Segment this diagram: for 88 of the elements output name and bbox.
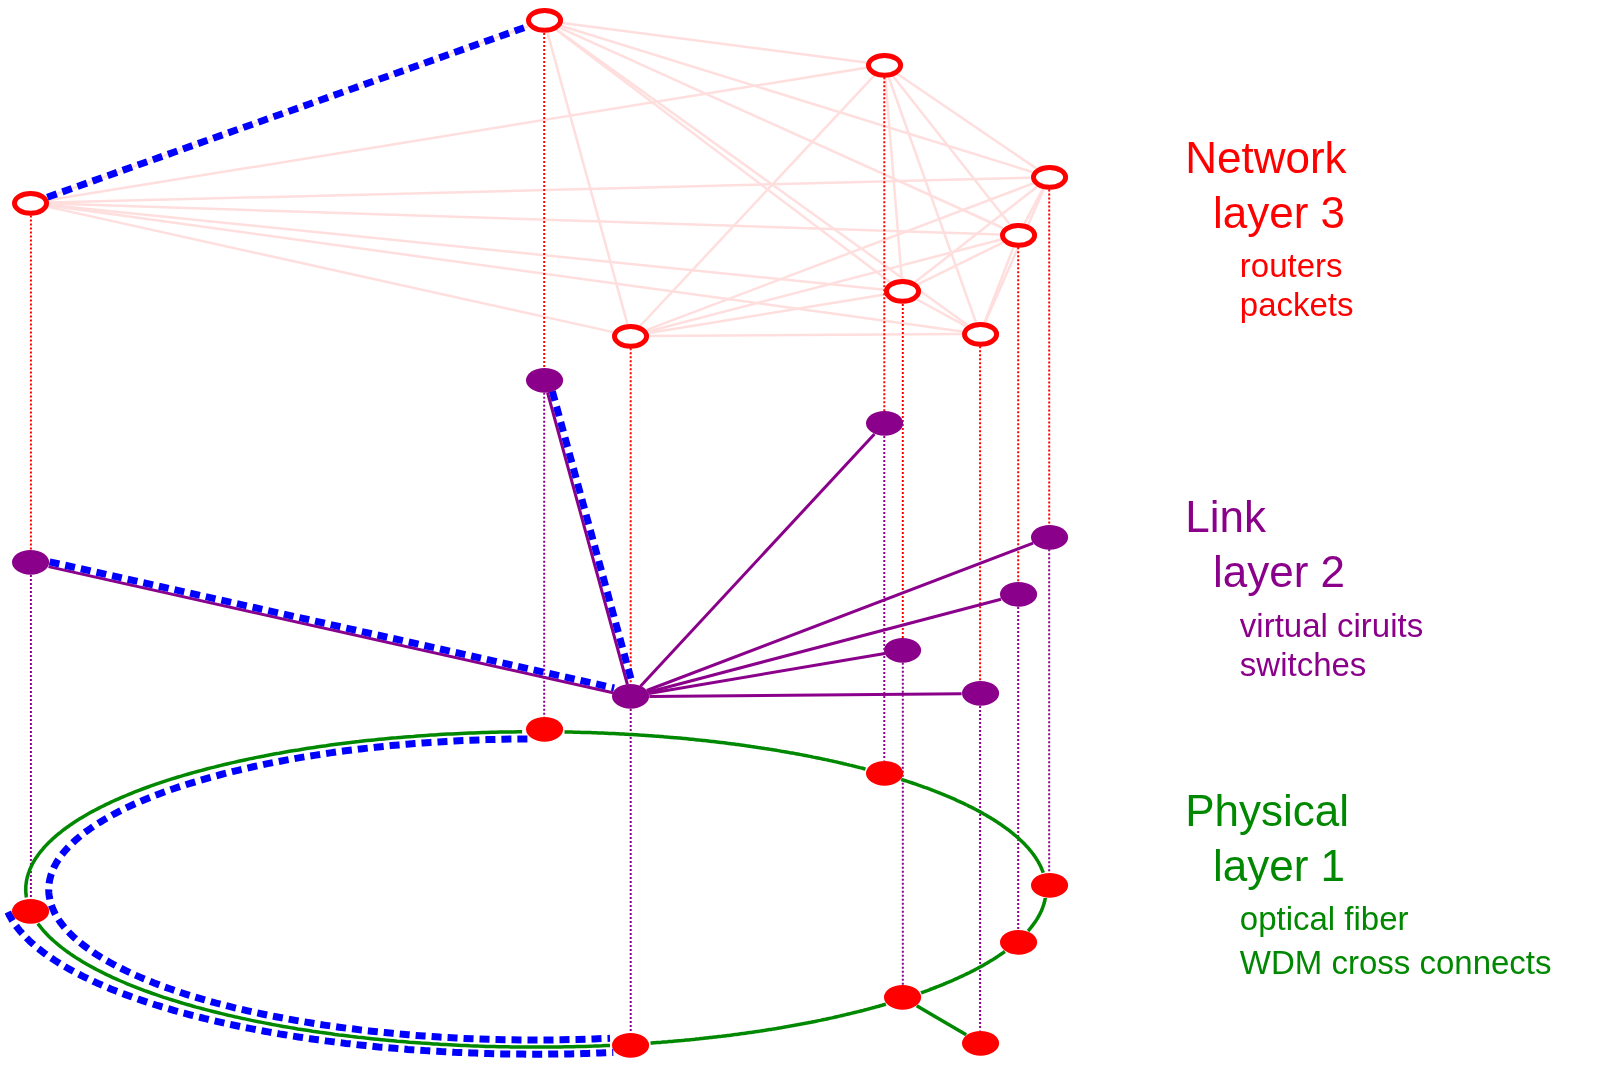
layer-heading: layer 3 [1213,191,1346,236]
mesh-line [648,293,885,335]
router-ring [12,190,50,216]
cross-connect-dot [961,1030,999,1056]
link-line [1048,548,1051,874]
fiber-line [36,922,611,1049]
cross-connect-dot [1030,872,1068,898]
router-ring [999,222,1037,248]
layer-heading: layer 2 [1213,550,1346,594]
router-ring [865,52,903,78]
link-line [648,651,886,696]
layer-note: WDM cross connects [1239,945,1552,979]
link-line [629,708,632,1034]
layer-drop-line [979,345,982,683]
fiber-line [1026,896,1048,933]
switch-dot [525,367,563,393]
layer-note: virtual ciruits [1239,608,1424,642]
cross-connect-dot [865,760,903,786]
fiber-line [900,777,1045,874]
switch-dot [884,637,922,663]
link-line [647,597,1002,694]
fiber-line [564,730,866,771]
mesh-line [639,74,876,327]
cross-connect-dot [884,985,922,1010]
link-line [649,692,962,698]
link-line [901,661,904,987]
mesh-line [555,28,892,284]
mesh-line [560,24,1033,174]
mesh-line [896,72,1037,170]
layer-note: routers [1239,248,1343,282]
mesh-line [559,26,1004,230]
layer-heading: Network [1185,135,1347,180]
router-ring [612,323,650,349]
mesh-line [49,202,1000,236]
mesh-line [562,21,867,64]
router-ring [1030,164,1068,190]
layer-note: optical fiber [1239,901,1409,935]
cross-connect-dot [12,898,50,924]
link-line [646,541,1034,692]
fiber-line [24,730,523,898]
layer-drop-line [29,214,32,552]
mesh-line [649,332,962,338]
mesh-line [884,77,904,280]
mesh-line [647,238,1002,333]
mesh-line [646,182,1034,332]
cross-connect-dot [999,929,1037,955]
mesh-line [983,246,1015,323]
fiber-line [919,950,1007,995]
mesh-line [556,28,969,326]
fiber-line [650,1002,887,1045]
cross-connect-dot [612,1032,650,1058]
layer-heading: Physical [1185,789,1350,834]
switch-dot [12,550,50,576]
mesh-line [546,32,629,325]
mesh-line [48,66,867,202]
mesh-line [914,185,1038,284]
switch-dot [999,582,1037,607]
mesh-line [916,298,967,328]
cross-connect-dot [525,717,563,743]
layer-drop-line [883,76,886,413]
layer-drop-line [543,32,546,369]
switch-dot [612,684,650,710]
link-line [639,433,876,688]
mesh-line [891,75,1011,225]
layer-note: packets [1239,287,1354,321]
router-ring [961,321,999,347]
mesh-line [1023,188,1044,224]
mesh-line [49,176,1031,204]
lightpath-line [4,909,614,1058]
router-ring [884,279,922,304]
lightpath-line [45,735,611,1044]
layer-heading: Link [1185,495,1266,540]
mesh-line [887,76,977,323]
link-line [29,574,32,900]
switch-dot [961,681,999,706]
router-ring [525,8,563,33]
layer-drop-line [1048,188,1051,526]
layer-heading: layer 1 [1213,843,1346,888]
switch-dot [1030,524,1068,550]
fiber-line [915,1004,968,1037]
layer-drop-line [901,303,904,639]
layer-note: switches [1239,647,1367,681]
mesh-line [48,205,614,334]
switch-dot [865,411,903,436]
link-line [1017,606,1020,931]
mesh-line [917,241,1004,286]
mesh-line [48,204,963,333]
layer-drop-line [1017,246,1020,584]
